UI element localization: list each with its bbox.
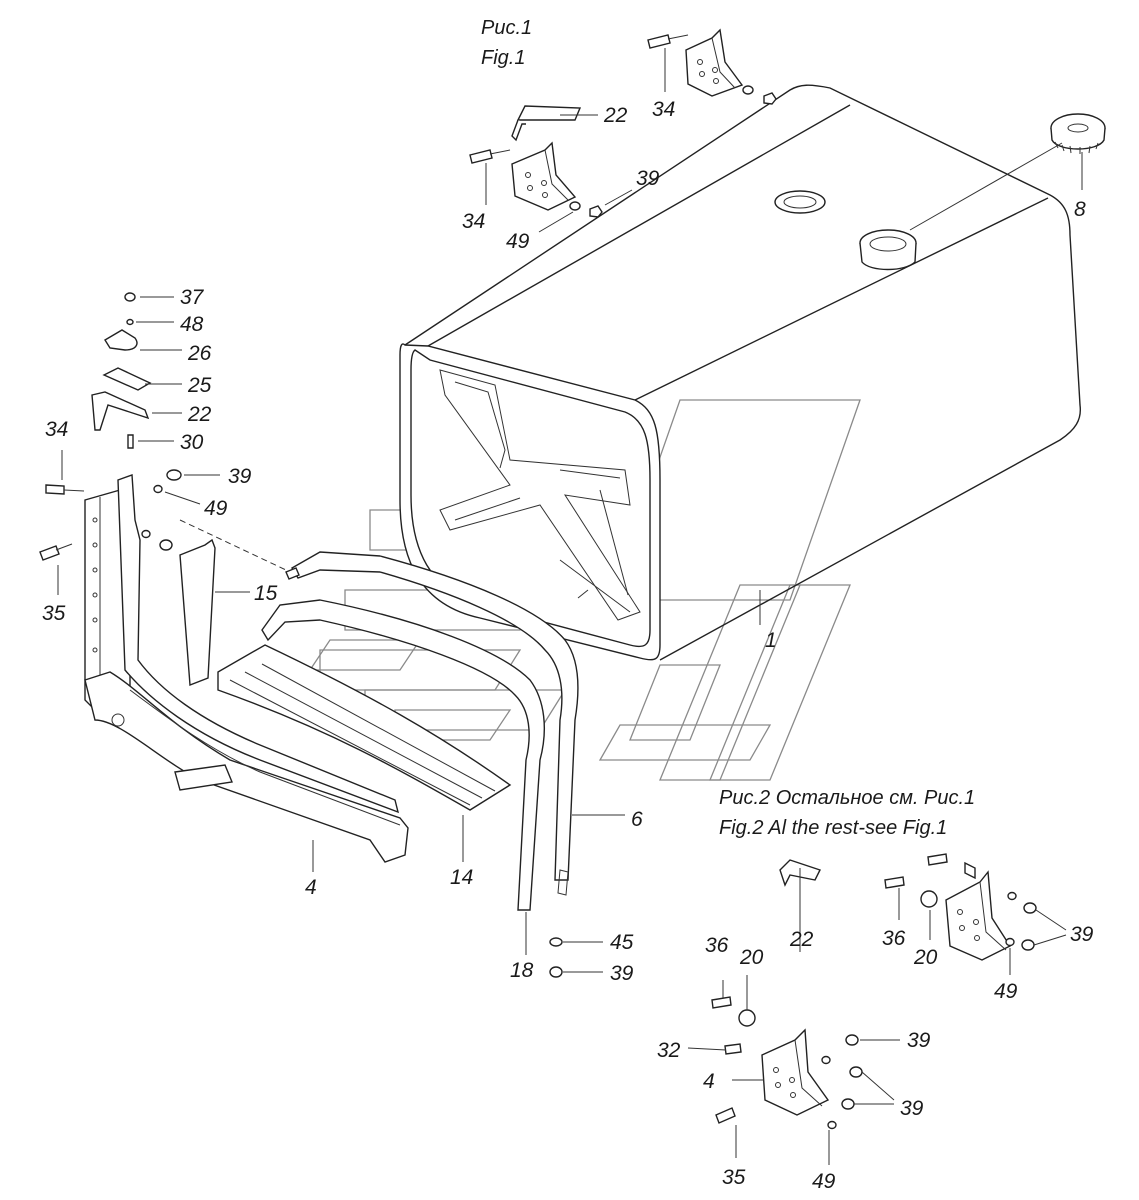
callout-36: 36 [705,934,729,957]
filler-cap [1050,113,1106,154]
left-support-frame [84,391,409,863]
callout-39: 39 [636,167,660,190]
callout-22: 22 [187,403,212,426]
callout-39: 39 [907,1029,931,1052]
callout-18: 18 [510,959,534,982]
callout-22: 22 [603,104,628,127]
callout-1: 1 [765,629,777,652]
left-hardware [39,292,300,580]
callout-4: 4 [703,1070,715,1093]
callout-37: 37 [180,286,205,309]
strap-15 [179,538,216,686]
callout-14: 14 [450,866,473,889]
fig2-caption-en: Fig.2 Al the rest-see Fig.1 [719,817,948,839]
callout-45: 45 [610,931,634,954]
fig2-middle-bracket [711,859,863,1130]
callout-15: 15 [254,582,278,605]
callout-48: 48 [180,313,204,336]
callout-32: 32 [657,1039,681,1062]
callout-39: 39 [228,465,252,488]
fig1-caption-ru: Рис.1 [481,17,533,39]
leader-lines [57,48,1083,1165]
callout-25: 25 [187,374,212,397]
callout-49: 49 [506,230,530,253]
upper-mounting-brackets [469,28,777,218]
callout-35: 35 [42,602,66,625]
callout-39: 39 [610,962,634,985]
strap-end-hardware [549,937,563,978]
callout-22: 22 [789,928,814,951]
fig2-caption-ru: Рис.2 Остальное см. Рис.1 [719,787,976,809]
callout-labels: 22 34 34 39 49 8 37 48 26 25 22 30 34 39… [42,98,1094,1193]
fuel-tank [399,84,1082,661]
callout-36: 36 [882,927,906,950]
tank-straps [217,551,579,911]
callout-34: 34 [462,210,485,233]
callout-39: 39 [900,1097,924,1120]
callout-30: 30 [180,431,204,454]
callout-4: 4 [305,876,317,899]
callout-34: 34 [652,98,675,121]
callout-49: 49 [994,980,1018,1003]
callout-39: 39 [1070,923,1094,946]
callout-6: 6 [631,808,643,831]
callout-35: 35 [722,1166,746,1189]
fig1-caption-en: Fig.1 [481,47,526,69]
fig2-right-bracket [884,853,1037,961]
callout-26: 26 [187,342,212,365]
callout-8: 8 [1074,198,1086,221]
callout-20: 20 [913,946,938,969]
callout-34: 34 [45,418,68,441]
callout-20: 20 [739,946,764,969]
callout-49: 49 [812,1170,836,1193]
callout-49: 49 [204,497,228,520]
